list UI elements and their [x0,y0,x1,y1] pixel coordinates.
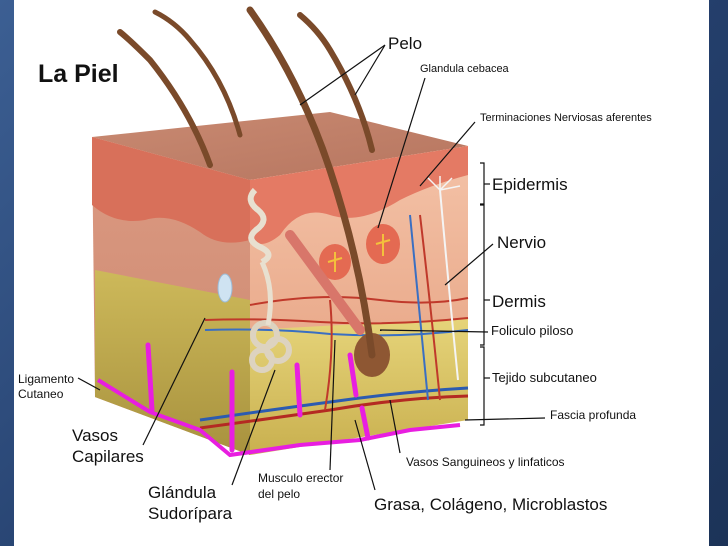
epidermis-side [92,137,250,243]
label-vasos-capilares: Vasos Capilares [72,425,144,467]
vertical-vessel-2 [419,214,441,401]
label-vasos-line2: Capilares [72,447,144,466]
page-title: La Piel [38,60,119,88]
label-pelo: Pelo [388,34,423,53]
pacinian-corpuscle [217,273,233,303]
nerve-endings [427,176,461,191]
subcutaneous-left-face [95,270,250,455]
label-sudoripara-line2: Sudorípara [148,504,233,523]
label-musculo: Musculo erector del pelo [258,470,343,502]
epidermis-layer [250,146,468,244]
ligament-highlight-base [96,378,461,458]
label-nervio: Nervio [497,233,547,252]
sweat-gland-coil-3 [249,347,275,373]
hair-shaft-main [246,6,376,359]
label-musculo-line1: Musculo erector [258,471,344,485]
label-fascia: Fascia profunda [550,408,637,422]
sweat-duct-lower [259,260,273,326]
ligament-highlight-5 [359,405,371,441]
label-vasos-line1: Vasos [72,426,118,445]
label-foliculo: Foliculo piloso [491,323,574,338]
label-sudoripara-line1: Glándula [148,483,217,502]
dermis-boundary [249,295,469,306]
label-musculo-line2: del pelo [258,487,301,501]
layer-brackets [480,162,490,426]
label-glandula-sudoripara: Glándula Sudorípara [148,482,232,524]
hair-shaft-mid [152,9,243,138]
subcutaneous-layer [250,318,468,455]
label-terminaciones: Terminaciones Nerviosas aferentes [480,112,652,124]
blood-vessel-blue [204,328,469,337]
erector-muscle [285,230,365,335]
label-ligamento: Ligamento Cutaneo [18,372,74,402]
ligament-highlight-1 [145,342,155,413]
hair-shaft-left [117,29,213,168]
label-dermis: Dermis [492,292,546,311]
vertical-vessel-1 [324,299,333,411]
label-ligamento-line1: Ligamento [18,372,75,386]
label-ligamento-line2: Cutaneo [18,387,64,401]
sweat-duct-upper [247,187,272,265]
deep-vessel-red [199,394,469,430]
label-tejido: Tejido subcutaneo [492,370,597,385]
label-vasos-sanguineos: Vasos Sanguineos y linfaticos [406,455,565,469]
vertical-vessel-3 [409,214,429,401]
leader-lines [77,44,546,491]
ligament-highlight-4 [347,352,359,398]
label-grasa: Grasa, Colágeno, Microblastos [374,495,608,514]
ligament-highlight-3 [294,362,303,418]
hair-shaft-right [297,12,375,153]
label-glandula-cebacea: Glandula cebacea [420,63,509,75]
blood-vessel-red [204,317,469,325]
label-epidermis: Epidermis [492,175,568,194]
sebaceous-gland-detail [327,234,391,272]
skin-top-surface [92,112,468,180]
